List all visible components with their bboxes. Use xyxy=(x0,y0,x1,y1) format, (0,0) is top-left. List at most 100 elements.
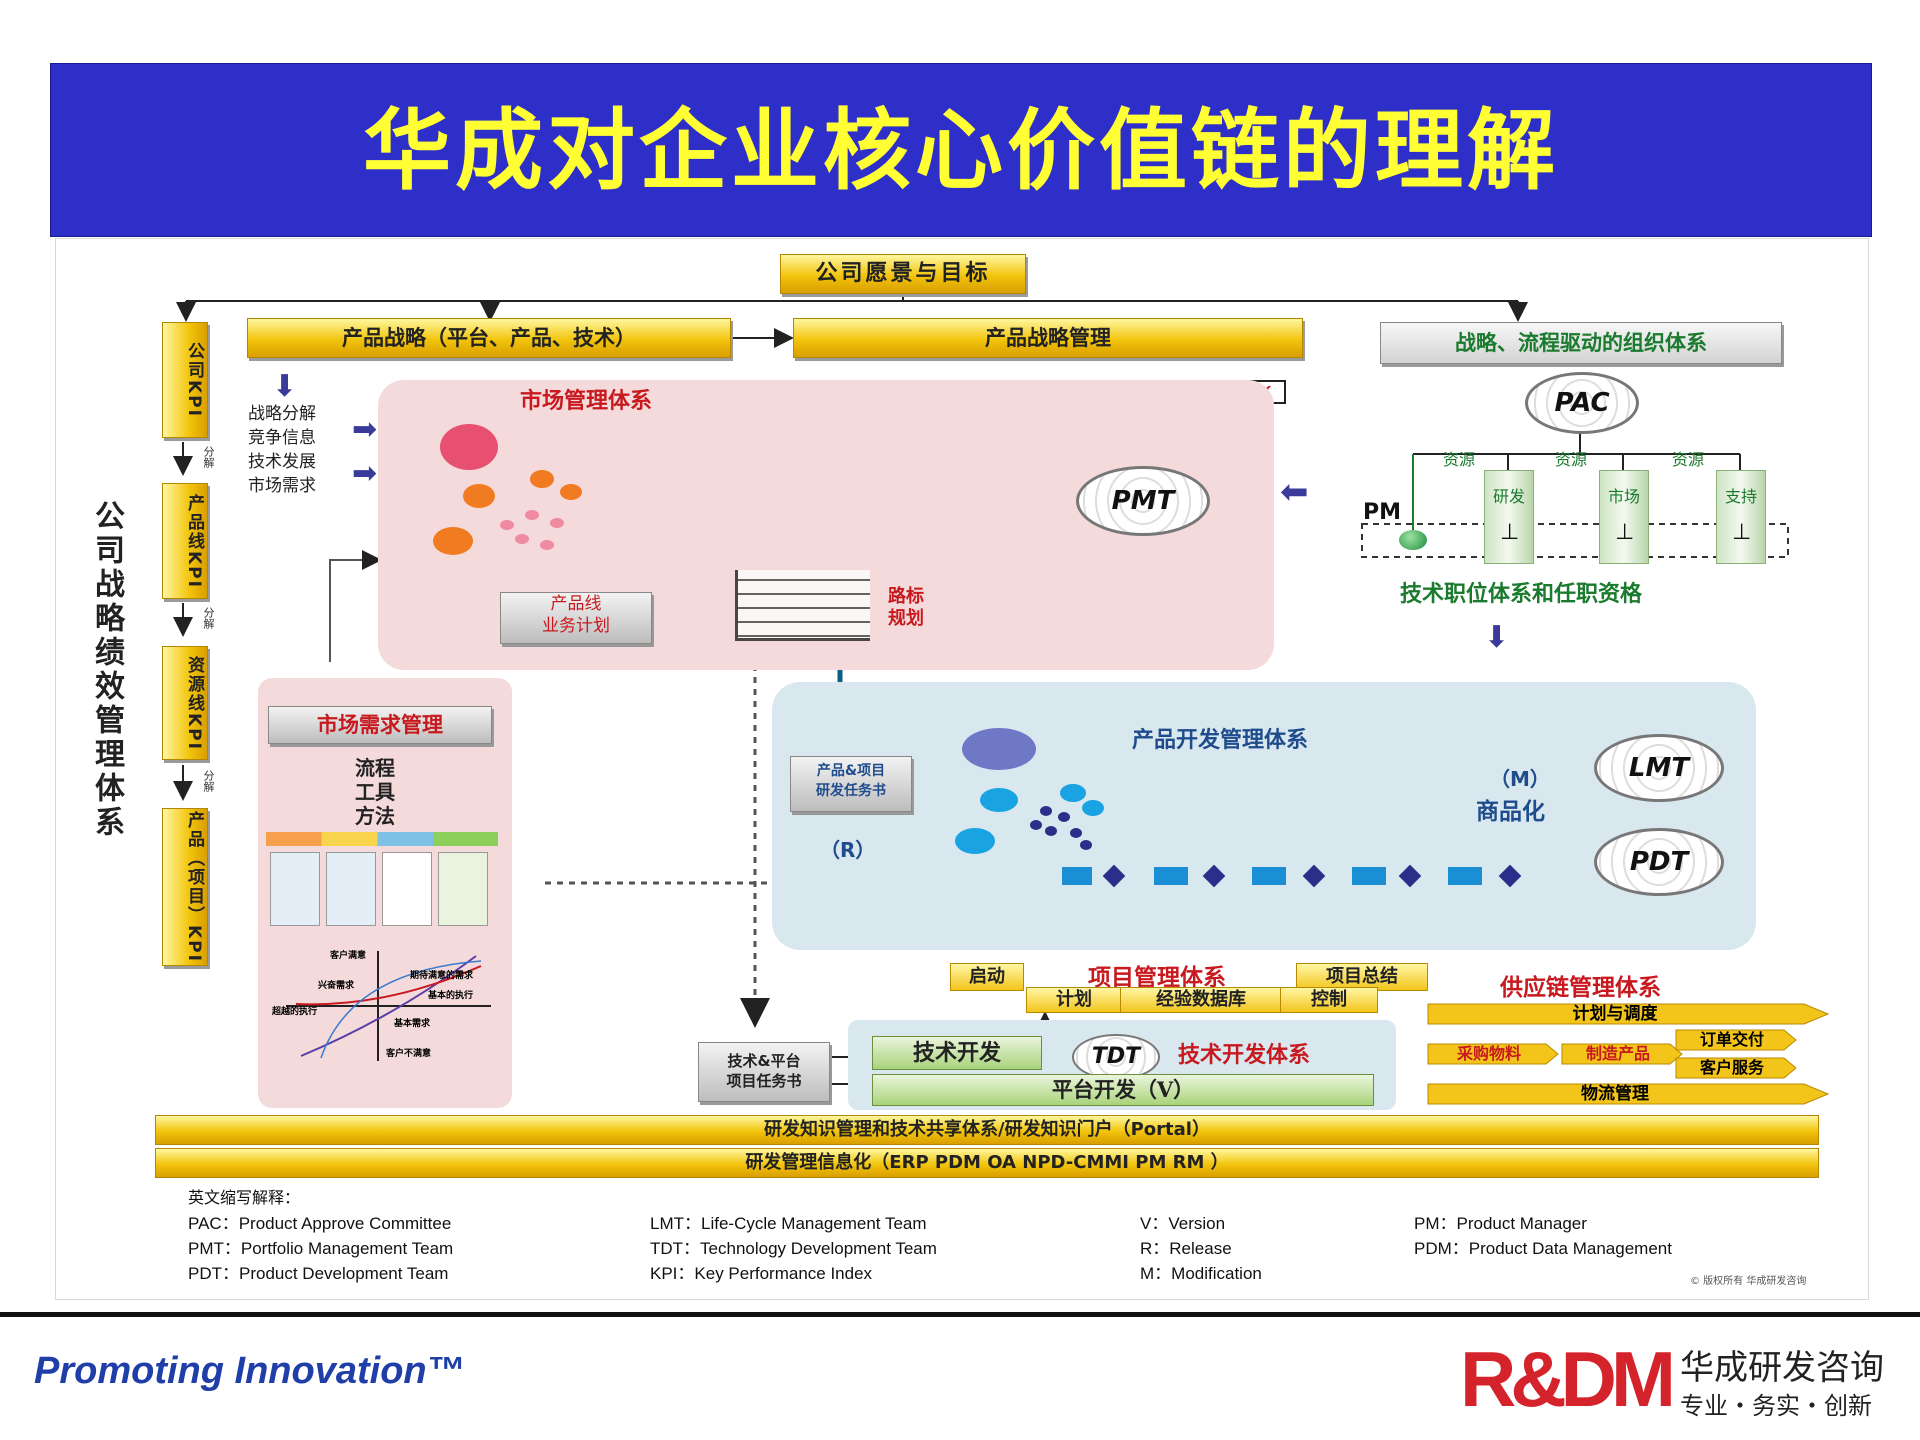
dot xyxy=(1080,840,1092,850)
process-thumbnails xyxy=(266,832,498,928)
org-system-bar: 战略、流程驱动的组织体系 xyxy=(1380,322,1782,364)
kano-label: 基本的执行 xyxy=(428,991,474,1001)
legend-item: PM：Product Manager xyxy=(1414,1214,1587,1233)
legend-item: LMT：Life-Cycle Management Team xyxy=(650,1214,927,1233)
job-system-caption: 技术职位体系和任职资格 xyxy=(1400,581,1643,607)
supply-arrows xyxy=(1427,1003,1830,1105)
dot xyxy=(980,788,1018,812)
kano-chart xyxy=(286,951,491,1061)
kano-label: 基本需求 xyxy=(394,1019,431,1029)
tech-dev-box: 技术开发 xyxy=(872,1036,1042,1070)
lmt-globe-icon: LMT xyxy=(1594,734,1724,802)
milestone-track xyxy=(1062,864,1528,888)
legend-col-4: PM：Product Manager PDM：Product Data Mana… xyxy=(1414,1211,1834,1261)
platform-dev-box: 平台开发（V） xyxy=(872,1074,1374,1106)
input-item: 战略分解 xyxy=(248,404,316,424)
commercial-label: 商品化 xyxy=(1476,798,1545,825)
project-control: 控制 xyxy=(1280,987,1378,1013)
demand-title: 市场需求管理 xyxy=(268,706,492,744)
project-summary: 项目总结 xyxy=(1296,963,1428,991)
dept-label: 市场 xyxy=(1607,487,1640,506)
title-banner: 华成对企业核心价值链的理解 xyxy=(50,63,1872,237)
person-icon: ⊥ xyxy=(1500,520,1520,545)
legend-item: R：Release xyxy=(1140,1239,1232,1258)
dot xyxy=(530,470,554,488)
breakdown-label: 分解 xyxy=(202,607,215,629)
supply-title: 供应链管理体系 xyxy=(1500,974,1661,1001)
supply-plan: 计划与调度 xyxy=(1572,1004,1658,1024)
breakdown-label: 分解 xyxy=(202,770,215,792)
legend-item: PDM：Product Data Management xyxy=(1414,1239,1672,1258)
tech-title: 技术开发体系 xyxy=(1178,1042,1311,1068)
vision-bar: 公司愿景与目标 xyxy=(780,254,1026,294)
dot xyxy=(1060,784,1086,802)
tdt-globe-icon: TDT xyxy=(1072,1034,1160,1080)
dept-label: 支持 xyxy=(1724,487,1757,506)
input-list: 战略分解 竞争信息 技术发展 市场需求 xyxy=(248,402,358,498)
dept-card: 支持 xyxy=(1716,470,1766,564)
supply-purchase: 采购物料 xyxy=(1456,1044,1521,1063)
dot xyxy=(540,540,554,550)
kano-label: 超越的执行 xyxy=(272,1007,318,1017)
dept-label: 研发 xyxy=(1492,487,1525,506)
left-system-label: 公司战略绩效管理体系 xyxy=(89,500,124,840)
modification-label: （M） xyxy=(1490,767,1550,791)
tech-task-book: 技术&平台 项目任务书 xyxy=(698,1042,830,1102)
left-arrow-icon: ⬅ xyxy=(1280,472,1309,512)
right-arrow-icon: ➡ xyxy=(352,456,378,491)
kpi-resource-line: 资源线KPI xyxy=(162,646,208,760)
dept-card: 市场 xyxy=(1599,470,1649,564)
dot xyxy=(440,424,498,470)
portal-bar: 研发知识管理和技术共享体系/研发知识门户（Portal） xyxy=(155,1115,1819,1145)
resource-label: 资源 xyxy=(1555,450,1588,469)
project-title: 项目管理体系 xyxy=(1088,964,1226,991)
kano-label: 期待满意的需求 xyxy=(410,971,474,981)
copyright: © 版权所有 华成研发咨询 xyxy=(1690,1276,1807,1287)
demand-methods: 流程 工具 方法 xyxy=(355,756,395,828)
dot xyxy=(955,828,995,854)
legend-heading: 英文缩写解释： xyxy=(188,1190,301,1207)
resource-label: 资源 xyxy=(1443,450,1476,469)
dot xyxy=(463,484,495,508)
roadmap-label: 路标 规划 xyxy=(888,586,924,629)
roadmap-chart-icon xyxy=(735,570,870,641)
product-strategy-bar: 产品战略（平台、产品、技术） xyxy=(247,318,731,358)
project-db: 经验数据库 xyxy=(1120,987,1282,1013)
supply-logistics: 物流管理 xyxy=(1581,1084,1649,1104)
resource-label: 资源 xyxy=(1672,450,1705,469)
legend-item: TDT：Technology Development Team xyxy=(650,1239,937,1258)
pac-globe-icon: PAC xyxy=(1525,372,1639,434)
input-item: 竞争信息 xyxy=(248,428,316,448)
legend-item: PMT：Portfolio Management Team xyxy=(188,1239,454,1258)
input-item: 技术发展 xyxy=(248,452,316,472)
market-title: 市场管理体系 xyxy=(520,388,653,414)
pdt-globe-icon: PDT xyxy=(1594,828,1724,896)
dot xyxy=(1030,820,1042,830)
legend-col-3: V：Version R：Release M：Modification xyxy=(1140,1211,1360,1286)
footer-rule xyxy=(0,1312,1920,1317)
kpi-product-line: 产品线KPI xyxy=(162,483,208,599)
supply-order: 订单交付 xyxy=(1699,1030,1764,1049)
dot xyxy=(962,728,1036,770)
pd-panel-overlay: 产品开发管理体系 xyxy=(772,682,1756,950)
dot xyxy=(550,518,564,528)
rdm-logo: R&DM xyxy=(1460,1335,1676,1423)
project-plan: 计划 xyxy=(1026,987,1122,1013)
breakdown-label: 分解 xyxy=(202,446,215,468)
legend-col-2: LMT：Life-Cycle Management Team TDT：Techn… xyxy=(650,1211,1110,1286)
product-line-plan: 产品线 业务计划 xyxy=(500,592,652,644)
kano-label: 客户满意 xyxy=(330,951,367,961)
dot xyxy=(1040,806,1052,816)
dept-card: 研发 xyxy=(1484,470,1534,564)
kano-label: 客户不满意 xyxy=(386,1049,432,1059)
kano-label: 兴奋需求 xyxy=(318,981,355,991)
release-label: （R） xyxy=(820,838,876,862)
it-bar: 研发管理信息化（ERP PDM OA NPD-CMMI PM RM ） xyxy=(155,1148,1819,1178)
dot xyxy=(515,534,529,544)
dot xyxy=(1082,800,1104,816)
company-name: 华成研发咨询 xyxy=(1680,1348,1884,1388)
pd-panel xyxy=(772,682,1756,950)
down-arrow-icon: ⬇ xyxy=(1484,620,1510,655)
pd-title: 产品开发管理体系 xyxy=(1132,727,1309,753)
person-icon: ⊥ xyxy=(1615,520,1635,545)
